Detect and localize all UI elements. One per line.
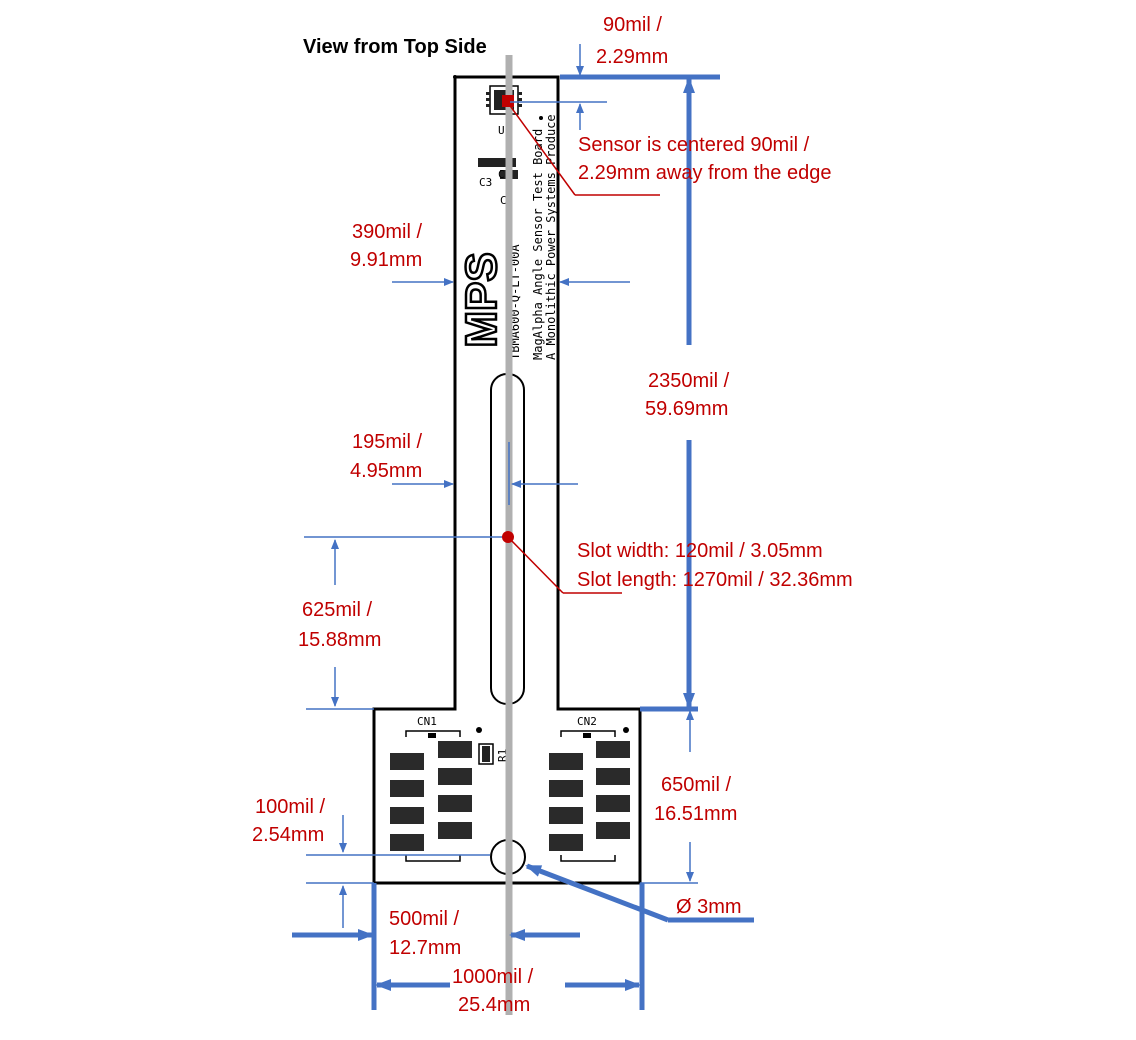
connector-cn2 (549, 730, 630, 862)
dimension-lines (292, 44, 754, 1010)
silk-cn1: CN1 (417, 715, 437, 728)
sensor-note-line1: Sensor is centered 90mil / (578, 134, 810, 156)
board-maker: A Monolithic Power Systems Produce (544, 114, 558, 360)
view-title: View from Top Side (303, 36, 487, 58)
board-corner-dot (453, 75, 457, 79)
silk-cn2: CN2 (577, 715, 597, 728)
board-width-mm: 9.91mm (350, 249, 422, 271)
hole-position-mm: 2.54mm (252, 824, 324, 846)
half-base-mil: 500mil / (389, 908, 459, 930)
board-width-mil: 390mil / (352, 221, 422, 243)
half-width-mil: 195mil / (352, 431, 422, 453)
edge-offset-mil: 90mil / (603, 14, 662, 36)
silk-c3: C3 (479, 176, 492, 189)
base-width-mil: 1000mil / (452, 966, 534, 988)
base-width-mm: 25.4mm (458, 994, 530, 1016)
base-height-mm: 16.51mm (654, 803, 737, 825)
hole-diameter-label: Ø 3mm (676, 896, 742, 918)
slot-position-mm: 15.88mm (298, 629, 381, 651)
hole-position-mil: 100mil / (255, 796, 325, 818)
cn2-pin1-dot (623, 727, 629, 733)
sensor-note-line2: 2.29mm away from the edge (578, 162, 831, 184)
mps-logo: MPS (457, 252, 506, 347)
board-length-mil: 2350mil / (648, 370, 730, 392)
base-height-mil: 650mil / (661, 774, 731, 796)
half-base-mm: 12.7mm (389, 937, 461, 959)
board-name: MagAlpha Angle Sensor Test Board (531, 129, 545, 360)
slot-leader-line (507, 536, 564, 594)
edge-offset-mm: 2.29mm (596, 46, 668, 68)
resistor-r1 (478, 743, 494, 765)
half-width-mm: 4.95mm (350, 460, 422, 482)
slot-width-label: Slot width: 120mil / 3.05mm (577, 540, 823, 562)
sensor-center-marker (502, 95, 514, 107)
sensor-chip-u1 (486, 85, 543, 120)
slot-length-label: Slot length: 1270mil / 32.36mm (577, 569, 853, 591)
connector-cn1 (390, 730, 472, 862)
board-length-mm: 59.69mm (645, 398, 728, 420)
cn1-pin1-dot (476, 727, 482, 733)
sensor-leader-line (507, 102, 576, 196)
slot-position-mil: 625mil / (302, 599, 372, 621)
